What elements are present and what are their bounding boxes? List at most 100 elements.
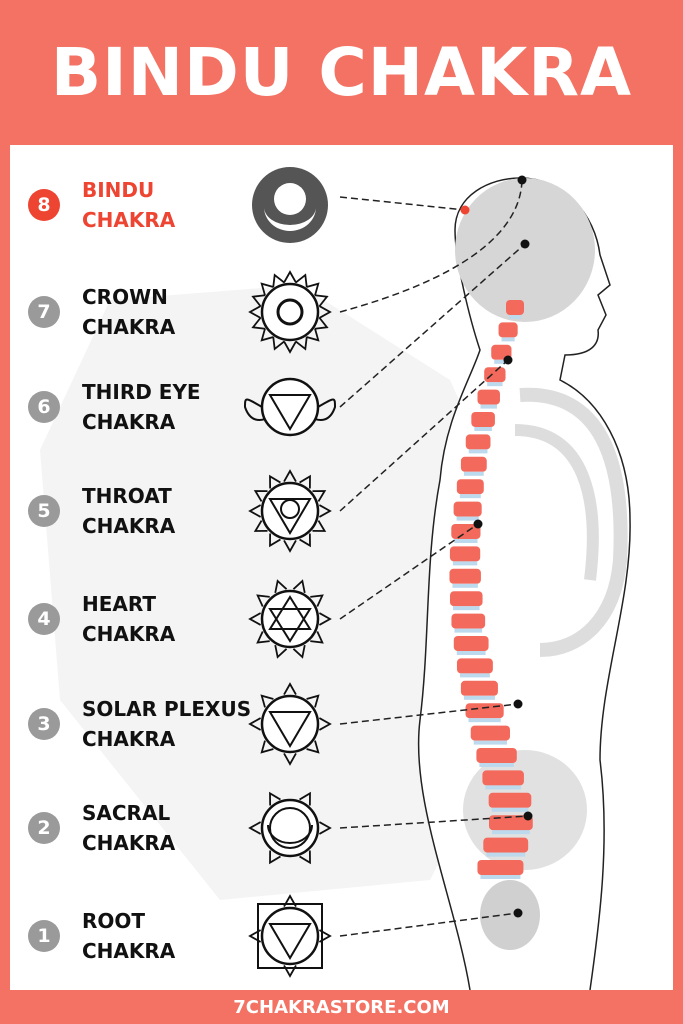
connector-line (339, 523, 479, 620)
vertebra (506, 300, 524, 315)
chakra-symbol-icon (252, 167, 328, 243)
chakra-number-badge: 8 (28, 189, 60, 221)
chakra-suffix: CHAKRA (82, 939, 176, 963)
chakra-label: ROOT CHAKRA (82, 906, 175, 966)
chakra-number-badge: 4 (28, 603, 60, 635)
vertebra (465, 703, 504, 719)
chakra-label: CROWN CHAKRA (82, 282, 175, 342)
chakra-row: 5 THROAT CHAKRA (28, 481, 175, 541)
chakra-point (520, 239, 530, 249)
vertebra (449, 546, 481, 562)
connector-lines (339, 175, 533, 937)
connector-line (339, 815, 529, 829)
chakra-symbol-icon (248, 894, 332, 978)
chakra-suffix: CHAKRA (82, 208, 176, 232)
chakra-point (523, 811, 533, 821)
vertebra (453, 501, 482, 517)
chakra-name: THROAT (82, 484, 172, 508)
vertebra (484, 367, 506, 383)
vertebra (456, 658, 493, 674)
chakra-suffix: CHAKRA (82, 315, 176, 339)
chakra-number-badge: 5 (28, 495, 60, 527)
chakra-symbol-icon (243, 377, 337, 437)
chakra-row: 1 ROOT CHAKRA (28, 906, 175, 966)
chakra-name: BINDU (82, 178, 155, 202)
vertebra (460, 456, 487, 472)
vertebra (460, 680, 498, 696)
connector-line (339, 196, 466, 211)
femur-head (480, 880, 540, 950)
chakra-suffix: CHAKRA (82, 622, 176, 646)
chakra-suffix: CHAKRA (82, 727, 176, 751)
header: BINDU CHAKRA (0, 0, 683, 145)
vertebra (451, 613, 486, 629)
vertebra (449, 568, 481, 584)
vertebra (483, 837, 529, 853)
chakra-row: 3 SOLAR PLEXUS CHAKRA (28, 694, 251, 754)
chakra-number-badge: 3 (28, 708, 60, 740)
chakra-row: 8 BINDU CHAKRA (28, 175, 175, 235)
vertebra (488, 792, 532, 808)
chakra-label: THIRD EYE CHAKRA (82, 377, 201, 437)
chakra-symbol-icon (248, 791, 332, 865)
chakra-suffix: CHAKRA (82, 831, 176, 855)
chakra-suffix: CHAKRA (82, 514, 176, 538)
body-diagram (40, 167, 631, 990)
chakra-point (460, 205, 470, 215)
chakra-name: SOLAR PLEXUS (82, 697, 252, 721)
vertebra (465, 434, 491, 450)
chakra-label: HEART CHAKRA (82, 589, 175, 649)
chakra-label: SACRAL CHAKRA (82, 798, 175, 858)
ribcage (519, 387, 628, 657)
vertebra (456, 479, 484, 495)
chakra-number-badge: 2 (28, 812, 60, 844)
chakra-name: SACRAL (82, 801, 171, 825)
footer-website[interactable]: 7CHAKRASTORE.COM (233, 996, 450, 1018)
vertebra (449, 591, 483, 607)
chakra-symbol-icon (248, 579, 332, 659)
vertebra (476, 748, 517, 763)
vertebra (471, 412, 495, 427)
chakra-row: 2 SACRAL CHAKRA (28, 798, 175, 858)
vertebra (453, 636, 489, 651)
connector-line (339, 359, 509, 512)
skull (455, 178, 595, 322)
chakra-label: BINDU CHAKRA (82, 175, 175, 235)
vertebra (477, 389, 500, 405)
vertebra (482, 770, 524, 786)
connector-line (339, 703, 519, 725)
chakra-label: THROAT CHAKRA (82, 481, 175, 541)
chakra-symbol-icon (248, 270, 332, 354)
chakra-point (473, 519, 483, 529)
vertebra (470, 725, 511, 741)
chakra-point (513, 908, 523, 918)
chakra-symbol-icon (248, 682, 332, 766)
chakra-number-badge: 7 (28, 296, 60, 328)
chakra-number-badge: 1 (28, 920, 60, 952)
chakra-point (513, 699, 523, 709)
vertebra (477, 860, 524, 875)
chakra-name: HEART (82, 592, 157, 616)
infographic-panel: 8 BINDU CHAKRA 7 CROWN CHAKRA 6 THIRD EYE CHAKRA… (10, 145, 673, 990)
chakra-suffix: CHAKRA (82, 410, 176, 434)
chakra-point (503, 355, 513, 365)
page-title: BINDU CHAKRA (50, 34, 633, 111)
chakra-row: 6 THIRD EYE CHAKRA (28, 377, 201, 437)
connector-line (339, 243, 526, 408)
chakra-symbol-icon (248, 469, 332, 553)
chakra-number-badge: 6 (28, 391, 60, 423)
chakra-row: 7 CROWN CHAKRA (28, 282, 175, 342)
chakra-label: SOLAR PLEXUS CHAKRA (82, 694, 251, 754)
chakra-name: CROWN (82, 285, 168, 309)
chakra-name: ROOT (82, 909, 146, 933)
spine (449, 300, 533, 879)
chakra-row: 4 HEART CHAKRA (28, 589, 175, 649)
vertebra (451, 524, 481, 539)
vertebra (498, 322, 518, 338)
chakra-symbols (243, 167, 337, 978)
connector-line (339, 179, 523, 313)
vertebra (489, 815, 533, 831)
chakra-name: THIRD EYE (82, 380, 201, 404)
chakra-point (517, 175, 527, 185)
connector-line (339, 912, 519, 937)
